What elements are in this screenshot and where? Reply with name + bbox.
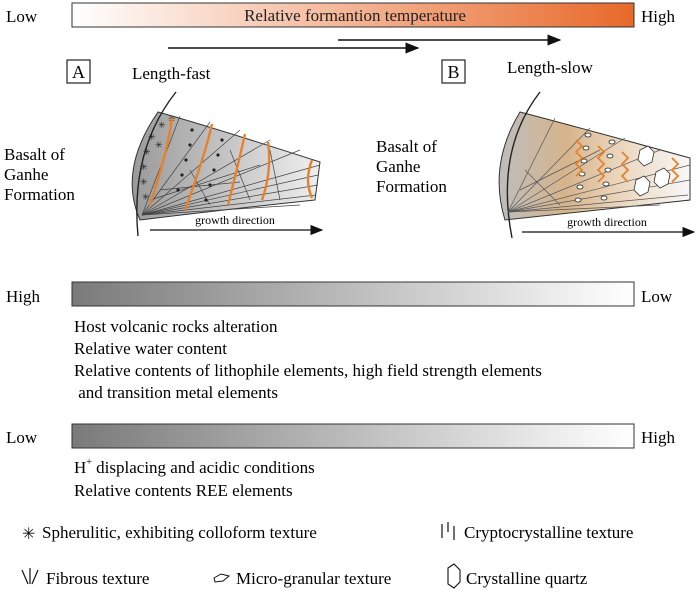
- panel-a-letter: A: [72, 62, 85, 82]
- bar2-item-1-text: displacing and acidic conditions: [92, 458, 315, 477]
- legend: ✳ Spherulitic, exhibiting colloform text…: [21, 522, 633, 589]
- panel-a-rock-label-1: Basalt of: [4, 145, 65, 164]
- legend-crystalline-quartz-label: Crystalline quartz: [466, 569, 588, 588]
- h-ion-superscript: +: [86, 457, 92, 468]
- panel-b-rock-label-2: Ganhe: [376, 157, 420, 176]
- panel-b-growth-label: growth direction: [567, 215, 647, 229]
- micro-granular-icon: [213, 573, 231, 583]
- bar2-gradient: [71, 423, 635, 449]
- length-slow-label: Length-slow: [507, 58, 594, 77]
- fibrous-icon: [21, 568, 39, 585]
- bar1-item-1: Host volcanic rocks alteration: [74, 317, 278, 336]
- svg-text:✳: ✳: [158, 120, 166, 130]
- temp-low-label: Low: [6, 7, 38, 26]
- bar2-right-label: High: [641, 428, 676, 447]
- panel-b-rock-label-1: Basalt of: [376, 137, 437, 156]
- bar2-left-label: Low: [6, 428, 38, 447]
- bar1-gradient: [71, 281, 635, 307]
- bar1-right-label: Low: [641, 287, 673, 306]
- legend-fibrous-label: Fibrous texture: [46, 569, 149, 588]
- temperature-bar-title: Relative formantion temperature: [244, 6, 466, 25]
- panel-a-growth-label: growth direction: [195, 213, 275, 227]
- bar1-left-label: High: [6, 287, 41, 306]
- panel-b-rock-label-3: Formation: [376, 177, 447, 196]
- crystalline-quartz-icon: [447, 563, 461, 589]
- svg-text:✳: ✳: [140, 162, 148, 172]
- panel-b-crystal-fan: [498, 91, 691, 239]
- length-fast-label: Length-fast: [132, 64, 211, 83]
- bar1-item-4: and transition metal elements: [74, 383, 278, 402]
- svg-text:✳: ✳: [155, 140, 163, 150]
- legend-spherulitic-label: Spherulitic, exhibiting colloform textur…: [42, 523, 317, 542]
- h-ion-symbol: H: [74, 458, 86, 477]
- panel-a-rock-label-3: Formation: [4, 185, 75, 204]
- legend-cryptocrystalline-label: Cryptocrystalline texture: [464, 523, 633, 542]
- panel-a-rock-label-2: Ganhe: [4, 165, 48, 184]
- bar2-item-1: H+ displacing and acidic conditions: [74, 457, 315, 477]
- cryptocrystalline-icon: [441, 522, 455, 540]
- legend-micro-granular-label: Micro-granular texture: [236, 569, 391, 588]
- bar1-item-2: Relative water content: [74, 339, 227, 358]
- temp-high-label: High: [641, 7, 676, 26]
- panel-a-box: [66, 59, 91, 84]
- svg-text:✳: ✳: [140, 177, 148, 187]
- svg-text:✳: ✳: [142, 192, 150, 202]
- panel-a-crystal-fan: ✳✳✳ ✳✳✳ ✳✳: [131, 91, 321, 237]
- svg-text:✳: ✳: [143, 147, 151, 157]
- spherulitic-icon: ✳: [22, 526, 35, 543]
- bar1-item-3: Relative contents of lithophile elements…: [74, 361, 542, 380]
- bar2-item-2: Relative contents REE elements: [74, 481, 293, 500]
- panel-b-box: [441, 59, 466, 84]
- svg-text:✳: ✳: [148, 132, 156, 142]
- panel-b-letter: B: [447, 62, 459, 82]
- temperature-gradient-bar: [71, 2, 635, 28]
